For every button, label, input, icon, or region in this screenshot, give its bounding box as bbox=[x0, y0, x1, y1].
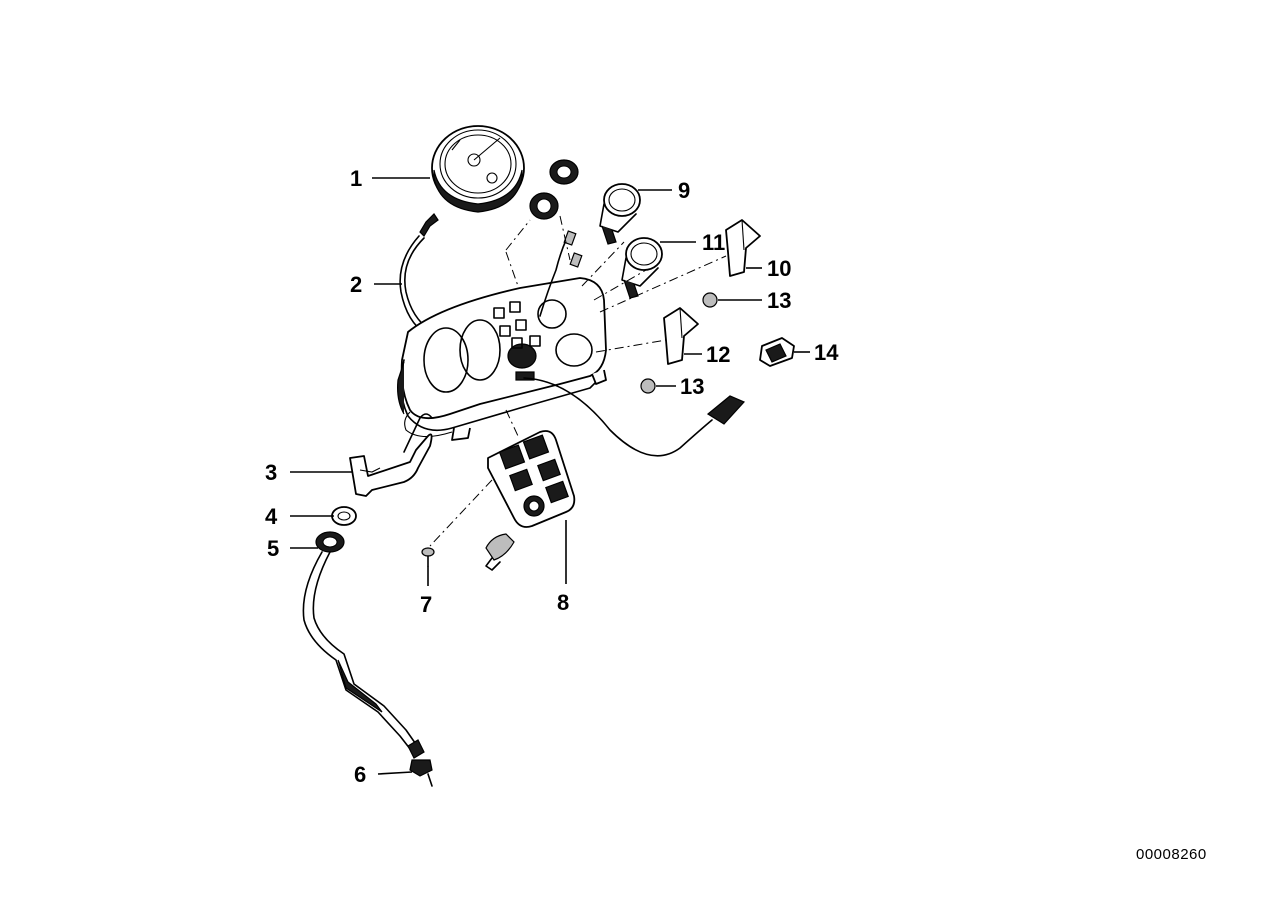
screw bbox=[421, 547, 435, 567]
clip-lower bbox=[663, 307, 699, 365]
connector bbox=[759, 337, 795, 367]
callout-13-upper: 13 bbox=[767, 288, 791, 313]
callout-3: 3 bbox=[265, 460, 277, 485]
assembly-lines bbox=[429, 215, 727, 547]
callout-12: 12 bbox=[706, 342, 730, 367]
wiring bbox=[523, 230, 746, 457]
clip-upper bbox=[725, 219, 761, 277]
nut-lower bbox=[640, 378, 656, 394]
callout-9: 9 bbox=[678, 178, 690, 203]
switch-panel bbox=[485, 430, 576, 571]
callout-7: 7 bbox=[420, 592, 432, 617]
callout-5: 5 bbox=[267, 536, 279, 561]
callout-1: 1 bbox=[350, 166, 362, 191]
callout-13-lower: 13 bbox=[680, 374, 704, 399]
small-gauge-lower bbox=[621, 237, 663, 299]
callout-6: 6 bbox=[354, 762, 366, 787]
mounting-bracket bbox=[349, 413, 433, 497]
small-gauge-upper bbox=[599, 183, 641, 245]
diagram-id: 00008260 bbox=[1136, 846, 1207, 863]
grommet bbox=[331, 506, 357, 526]
rubber-grommet bbox=[315, 531, 345, 553]
callout-8: 8 bbox=[557, 590, 569, 615]
callout-14: 14 bbox=[814, 340, 839, 365]
bulb-holder bbox=[529, 159, 579, 220]
callout-2: 2 bbox=[350, 272, 362, 297]
callout-4: 4 bbox=[265, 504, 278, 529]
speedometer-gauge bbox=[431, 125, 525, 213]
callout-11: 11 bbox=[702, 230, 725, 255]
nut-upper bbox=[702, 292, 718, 308]
drive-cable bbox=[302, 551, 433, 787]
leader-lines bbox=[290, 177, 810, 775]
instrument-housing bbox=[397, 277, 607, 441]
callout-10: 10 bbox=[767, 256, 791, 281]
